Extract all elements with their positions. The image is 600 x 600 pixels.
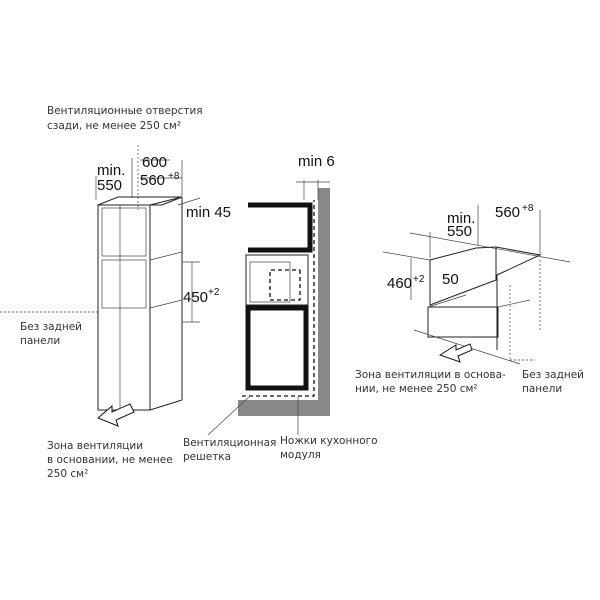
r-base-vent-line1: Зона вентиляции в основа- [355,369,506,381]
unit-legs-line1: Ножки кухонного [280,435,378,447]
r-dim-460-label: 460 [387,275,412,292]
undercounter-drawing [382,205,571,365]
section-drawing [207,180,330,436]
dim-min6-label: min 6 [298,153,335,170]
r-dim-560-label: 560 [495,204,520,221]
unit-legs-line2: модуля [280,449,321,461]
vent-rear-note-line1: Вентиляционные отверстия [47,105,203,117]
dim-550-label: 550 [97,177,122,194]
left-dimension-labels: Вентиляционные отверстия сзади, не менее… [20,105,231,480]
r-dim-min-label: min. [447,210,475,227]
dim-560-label: 560 [140,172,165,189]
base-vent-note-line2: в основании, не менее [47,454,173,466]
dim-450-label: 450 [183,289,208,306]
r-dim-550-label: 550 [447,223,472,240]
right-labels: min. 550 560 +8 460 +2 50 Зона вентиляци… [355,203,584,395]
r-base-vent-line2: нии, не менее 250 см² [355,383,478,395]
r-dim-50-label: 50 [442,271,459,288]
vent-grille-line2: решетка [183,451,231,463]
dim-min-label: min. [97,162,125,179]
r-no-back-panel-line1: Без задней [522,369,584,381]
dim-600-label: 600 [142,154,167,171]
r-no-back-panel-line2: панели [522,383,562,395]
dim-560-tolerance: +8 [168,171,180,182]
tall-cabinet-drawing [0,145,201,427]
dim-450-tolerance: +2 [208,287,220,298]
dim-min45-label: min 45 [186,204,231,221]
r-dim-560-tolerance: +8 [522,203,534,214]
base-vent-note-line3: 250 см² [47,468,88,480]
vent-rear-note-line2: сзади, не менее 250 см² [47,120,181,132]
r-dim-460-tolerance: +2 [413,274,425,285]
no-back-panel-line2: панели [20,335,60,347]
base-vent-note-line1: Зона вентиляции [47,440,143,452]
no-back-panel-line1: Без задней [20,321,82,333]
vent-grille-line1: Вентиляционная [183,437,276,449]
middle-labels: min 6 Вентиляционная решетка Ножки кухон… [183,153,378,463]
